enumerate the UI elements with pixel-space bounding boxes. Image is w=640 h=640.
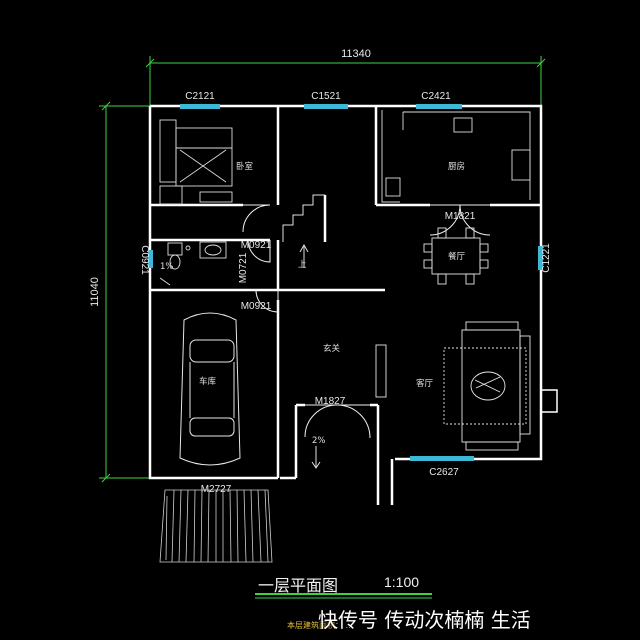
drawing-scale: 1:100 (384, 574, 420, 590)
area-note: 本层建筑面积： … (287, 621, 354, 630)
bedroom-furniture (159, 119, 233, 205)
drawing-title: 一层平面图 (258, 576, 339, 595)
room-label-foyer: 玄关 (323, 343, 341, 354)
title-underline (255, 593, 432, 599)
window-c0921 (148, 250, 153, 268)
door-label-m1827: M1827 (315, 396, 346, 407)
window-c2627 (410, 456, 474, 461)
door-m0921-bedroom (242, 204, 271, 233)
door-m1821-kitchen (429, 204, 491, 236)
window-c2421 (416, 104, 462, 109)
door-label-m2727: M2727 (201, 484, 232, 495)
garage-car (179, 312, 241, 466)
dimension-lines (99, 56, 546, 483)
window-label-c2627: C2627 (429, 467, 459, 478)
room-label-dining: 餐厅 (448, 252, 466, 262)
room-label-kitchen: 厨房 (448, 161, 465, 172)
window-c1221 (538, 246, 543, 270)
door-m0921-garage (255, 289, 279, 313)
walls (148, 104, 558, 505)
bath-slope-label: 1% (160, 262, 174, 272)
doors-layer (242, 204, 491, 439)
room-label-bedroom: 卧室 (236, 161, 254, 172)
window-label-c2421: C2421 (421, 91, 451, 102)
entry-slope-arrow (311, 446, 321, 469)
window-c1521 (304, 104, 348, 109)
window-c2121 (180, 104, 220, 109)
stair-up-label: 上 (298, 260, 307, 270)
door-label-m0921-garage: M0921 (241, 301, 272, 312)
door-m1827-entry (304, 404, 371, 439)
door-m0721-bath (247, 239, 271, 263)
dimension-width: 11340 (341, 48, 371, 60)
door-label-m1821: M1821 (445, 211, 476, 222)
entry-slope-label: 2% (312, 436, 326, 446)
garage-ramp (159, 489, 273, 563)
stair (282, 194, 325, 268)
door-label-m0721: M0721 (238, 252, 249, 283)
room-label-living: 客厅 (416, 378, 434, 389)
living-sofa-set (375, 321, 531, 451)
room-label-garage: 车库 (199, 376, 217, 387)
dining-table (423, 227, 489, 285)
window-label-c1521: C1521 (311, 91, 341, 102)
window-label-c2121: C2121 (185, 91, 215, 102)
window-label-c0921: C0921 (139, 245, 150, 275)
dimension-height: 11040 (89, 277, 101, 307)
watermark-caption: 快传号 传动次楠楠 生活 (318, 608, 531, 632)
bath-fixtures (159, 241, 227, 286)
windows-layer (148, 104, 543, 461)
kitchen-fixtures (381, 110, 531, 203)
window-label-c1221: C1221 (541, 243, 552, 273)
door-label-m0921-top: M0921 (241, 240, 272, 251)
